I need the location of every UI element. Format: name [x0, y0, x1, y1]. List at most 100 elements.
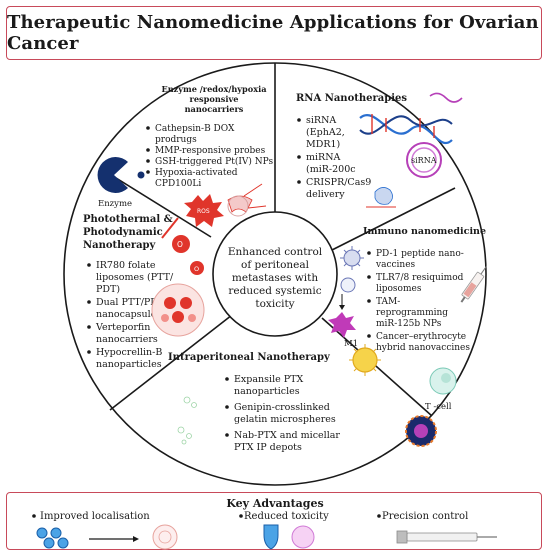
- immuno-item: liposomes: [376, 284, 422, 294]
- microspheres-icon: [177, 396, 197, 445]
- photo-item: nanocapsules: [96, 309, 161, 320]
- immuno-item: miR-125b NPs: [376, 319, 442, 329]
- dna-helix-icon: [359, 114, 453, 144]
- bullet: [377, 514, 381, 518]
- divider-lower-left: [109, 314, 233, 411]
- rna-item: (miR-200c: [306, 164, 356, 175]
- center-line: toxicity: [255, 298, 294, 310]
- bullet: [239, 514, 243, 518]
- enzyme-item: GSH-triggered Pt(IV) NPs: [155, 156, 273, 167]
- nanoparticle-icon: [188, 314, 196, 322]
- m1-macrophage-icon: [328, 312, 356, 338]
- immuno-item: TAM-: [376, 297, 400, 307]
- immuno-item: reprogramming: [376, 308, 448, 318]
- sirna-spiral-icon: [411, 147, 437, 173]
- enzyme-label: Enzyme: [98, 199, 132, 209]
- divider-lower-right: [321, 317, 433, 417]
- ros-label: ROS: [197, 208, 210, 215]
- immuno-item: PD-1 peptide nano-: [376, 249, 464, 259]
- center-line: metastases with: [232, 272, 318, 284]
- syringe-icon: [460, 265, 488, 303]
- bullet: [367, 299, 371, 303]
- photo-item: Verteporfin: [95, 322, 150, 333]
- substrate-dot-icon: [137, 171, 145, 179]
- enzyme-item: MMP-responsive probes: [155, 146, 266, 156]
- title-box: Therapeutic Nanomedicine Applications fo…: [6, 6, 542, 60]
- divider-upper-right: [331, 187, 456, 251]
- bullet: [225, 377, 229, 381]
- enzyme-item: prodrugs: [155, 135, 197, 145]
- nanoparticle-icon: [172, 311, 184, 323]
- enzyme-item: Cathepsin-B DOX: [155, 124, 235, 134]
- photo-item: liposomes (PTT/: [96, 272, 174, 283]
- liposome-icon: [340, 277, 356, 293]
- immuno-item: hybrid nanovaccines: [376, 343, 470, 353]
- o2-label: O: [194, 265, 199, 273]
- t-cell-label: T -cell: [425, 402, 452, 412]
- immuno-item: vaccines: [375, 260, 416, 270]
- sector-dividers: [99, 63, 456, 417]
- bullet: [87, 300, 91, 304]
- sector-ip: Intraperitoneal Nanotherapy Expansile PT…: [168, 344, 381, 453]
- shield-icon: [263, 524, 279, 550]
- bullet: [146, 159, 150, 163]
- target-cell-inner-icon: [158, 530, 172, 544]
- key-advantages-box: Key Advantages Improved localisation Red…: [6, 492, 542, 550]
- immuno-heading: Immuno nanomedicine: [363, 226, 486, 237]
- rna-item: delivery: [306, 189, 345, 200]
- photo-item: nanocarriers: [96, 334, 158, 345]
- photo-item: nanoparticles: [96, 359, 162, 370]
- nanoparticle-cluster-icon: [36, 527, 69, 549]
- enzyme-heading: responsive: [190, 94, 239, 104]
- bullet: [297, 118, 301, 122]
- sirna-label: siRNA: [411, 156, 437, 165]
- photo-heading: Photodynamic: [83, 227, 163, 238]
- dna-rungs-icon: [371, 114, 435, 138]
- bullet: [87, 325, 91, 329]
- bullet: [87, 263, 91, 267]
- rna-item: MDR1): [306, 139, 340, 150]
- bullet: [367, 334, 371, 338]
- nanocapsule-icon: [151, 283, 205, 337]
- ros-burst-icon: [184, 194, 224, 227]
- vesicle-icon: [291, 525, 315, 549]
- immuno-item: TLR7/8 resiquimod: [376, 273, 464, 283]
- nanoparticle-icon: [164, 297, 176, 309]
- enzyme-heading: Enzyme /redox/hypoxia: [161, 84, 267, 94]
- bullet: [146, 170, 150, 174]
- nanoparticle-icon: [180, 297, 192, 309]
- cell-outline-icon: [227, 195, 249, 217]
- sirna-spiral-icon: [406, 142, 442, 178]
- ip-item: gelatin microspheres: [234, 414, 336, 425]
- bullet: [32, 514, 36, 518]
- bullet: [146, 126, 150, 130]
- rna-item: miRNA: [306, 152, 341, 163]
- arrow-head-icon: [133, 536, 139, 542]
- oxygen-bubble-icon: [172, 235, 190, 253]
- photo-item: Dual PTT/PDT: [96, 297, 165, 308]
- o2-label: O: [177, 240, 183, 249]
- photo-item: IR780 folate: [96, 260, 156, 271]
- ip-item: PTX IP depots: [234, 442, 302, 453]
- bullet: [225, 405, 229, 409]
- bullet: [297, 155, 301, 159]
- enzyme-pacman-icon: [97, 156, 128, 193]
- sector-rna: RNA Nanotherapies siRNA (EphA2, MDR1) mi…: [296, 92, 463, 208]
- ip-item: Nab-PTX and micellar: [234, 430, 340, 441]
- enzyme-item: CPD100Li: [155, 179, 201, 189]
- ip-heading: Intraperitoneal Nanotherapy: [168, 352, 331, 363]
- bullet: [297, 180, 301, 184]
- ip-item: nanoparticles: [234, 386, 300, 397]
- arrow-head-icon: [339, 305, 345, 310]
- photo-heading: Photothermal &: [83, 214, 173, 225]
- laser-beam-icon: [161, 217, 179, 239]
- dna-helix-icon: [359, 115, 453, 135]
- sector-immuno: Immuno nanomedicine PD-1 peptide nano- v…: [328, 226, 488, 447]
- oxygen-bubble-icon: [190, 261, 204, 275]
- rna-item: CRISPR/Cas9: [306, 177, 371, 188]
- photo-item: PDT): [96, 284, 120, 295]
- m1-label: M1: [344, 339, 358, 349]
- rna-strand-icon: [429, 92, 463, 103]
- sector-enzyme: Enzyme /redox/hypoxia responsive nanocar…: [97, 84, 273, 227]
- center-text: Enhanced control of peritoneal metastase…: [228, 246, 323, 310]
